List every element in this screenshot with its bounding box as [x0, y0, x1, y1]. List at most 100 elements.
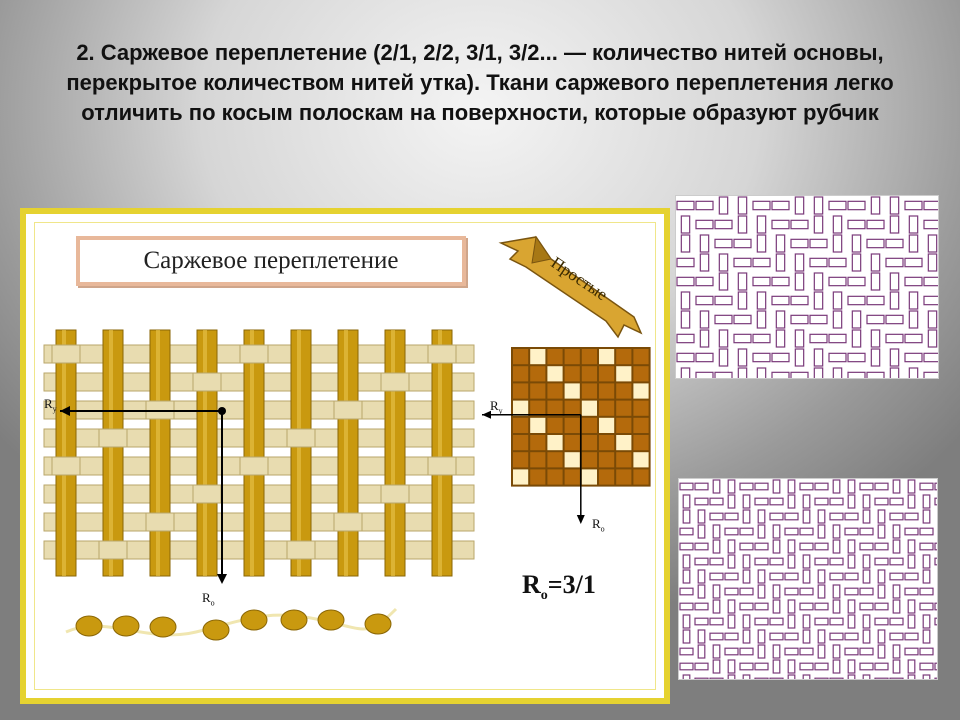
fabric-warp-segment — [813, 367, 824, 378]
fabric-warp-segment — [907, 599, 916, 614]
fabric-warp-segment — [802, 494, 811, 509]
fabric-warp-segment — [772, 584, 781, 599]
fabric-weft-segment — [733, 333, 752, 344]
fabric-weft-segment — [904, 333, 923, 344]
weave-grid-cell — [547, 349, 563, 365]
fabric-weft-segment — [790, 219, 809, 230]
fabric-warp-segment — [682, 674, 691, 679]
fabric-warp-segment — [787, 659, 796, 674]
fabric-warp-segment — [787, 599, 796, 614]
fabric-weft-segment — [784, 587, 799, 596]
fabric-weft-segment — [919, 482, 934, 491]
arrow-head-down — [217, 574, 227, 584]
fabric-warp-segment — [712, 524, 721, 539]
fabric-weft-segment — [769, 557, 784, 566]
weft-float — [192, 484, 222, 504]
fabric-weft-segment — [790, 371, 809, 378]
fabric-warp-segment — [802, 509, 811, 524]
fabric-weft-segment — [754, 677, 769, 679]
fabric-warp-segment — [870, 196, 881, 215]
fabric-weft-segment — [934, 482, 937, 491]
fabric-warp-segment — [699, 329, 710, 348]
fabric-warp-segment — [847, 554, 856, 569]
fabric-weft-segment — [934, 662, 937, 671]
fabric-warp-segment — [737, 215, 748, 234]
warp-highlight — [250, 330, 254, 576]
weft-float — [380, 484, 410, 504]
weave-grid-cell — [513, 452, 529, 468]
warp-cross-section — [317, 609, 345, 631]
fabric-warp-segment — [742, 554, 751, 569]
fabric-weft-segment — [694, 677, 709, 679]
fabric-weft-segment — [923, 352, 938, 363]
twill-fabric-sample-bottom — [678, 478, 938, 680]
fabric-warp-segment — [847, 659, 856, 674]
fabric-warp-segment — [908, 215, 919, 234]
fabric-weft-segment — [714, 371, 733, 378]
fabric-weft-segment — [859, 587, 874, 596]
fabric-warp-segment — [682, 554, 691, 569]
fabric-warp-segment — [756, 310, 767, 329]
fabric-warp-segment — [712, 644, 721, 659]
fabric-weft-segment — [790, 238, 809, 249]
weave-grid-cell — [616, 383, 632, 399]
fabric-weft-segment — [847, 371, 866, 378]
fabric-warp-segment — [892, 584, 901, 599]
fabric-weft-segment — [859, 482, 874, 491]
fabric-warp-segment — [757, 569, 766, 584]
fabric-weft-segment — [934, 602, 937, 611]
fabric-warp-segment — [870, 348, 881, 367]
fabric-weft-segment — [809, 333, 828, 344]
fabric-warp-segment — [727, 599, 736, 614]
fabric-warp-segment — [832, 367, 843, 378]
fabric-warp-segment — [851, 329, 862, 348]
fabric-warp-segment — [889, 348, 900, 367]
fabric-warp-segment — [927, 253, 938, 272]
weave-grid-cell — [547, 452, 563, 468]
fabric-weft-segment — [739, 662, 754, 671]
fabric-weft-segment — [829, 632, 844, 641]
fabric-warp-segment — [787, 479, 796, 494]
fabric-weft-segment — [904, 257, 923, 268]
twill-weave-illustration — [43, 329, 651, 641]
fabric-warp-segment — [877, 644, 886, 659]
fabric-warp-segment — [712, 659, 721, 674]
weft-float — [380, 372, 410, 392]
fabric-weft-segment — [847, 276, 866, 287]
fabric-weft-segment — [904, 587, 919, 596]
fabric-warp-segment — [862, 569, 871, 584]
fabric-warp-segment — [847, 539, 856, 554]
fabric-warp-segment — [832, 479, 841, 494]
weave-grid-cell — [530, 417, 546, 433]
grid-arrow-head-down — [576, 515, 585, 524]
fabric-weft-segment — [754, 482, 769, 491]
fabric-weft-segment — [799, 647, 814, 656]
fabric-weft-segment — [904, 200, 923, 211]
ribbon-banner — [498, 235, 643, 339]
fabric-warp-segment — [697, 569, 706, 584]
fabric-weft-segment — [885, 333, 904, 344]
fabric-weft-segment — [769, 497, 784, 506]
repeat-label-bottom: Ro — [202, 590, 215, 608]
fabric-weft-segment — [724, 647, 739, 656]
fabric-warp-segment — [737, 196, 748, 215]
warp-highlight — [344, 330, 348, 576]
weft-float — [427, 456, 457, 476]
fabric-warp-segment — [697, 629, 706, 644]
fabric-warp-segment — [775, 234, 786, 253]
weave-grid-cell — [547, 400, 563, 416]
fabric-weft-segment — [828, 276, 847, 287]
grid-repeat-label-y: Ro — [592, 516, 605, 534]
weave-grid-cell — [581, 383, 597, 399]
fabric-warp-segment — [757, 509, 766, 524]
weave-grid-cell — [599, 366, 615, 382]
fabric-weft-segment — [724, 527, 739, 536]
fabric-warp-segment — [757, 629, 766, 644]
fabric-weft-segment — [844, 572, 859, 581]
fabric-weft-segment — [784, 527, 799, 536]
fabric-weft-segment — [859, 602, 874, 611]
fabric-warp-segment — [757, 644, 766, 659]
fabric-warp-segment — [727, 479, 736, 494]
fabric-weft-segment — [695, 200, 714, 211]
fabric-warp-segment — [907, 614, 916, 629]
